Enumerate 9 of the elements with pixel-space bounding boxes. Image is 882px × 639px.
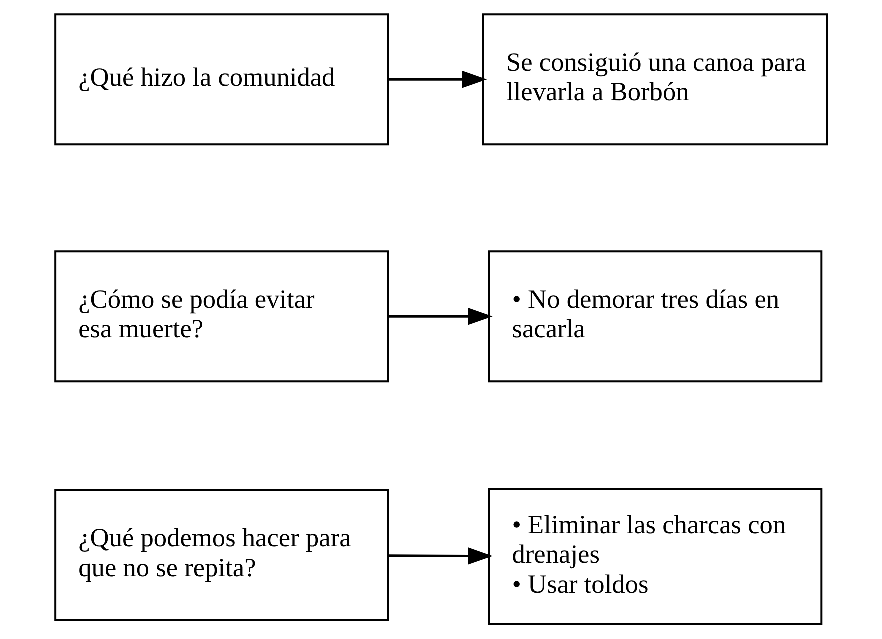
node-box: ¿Qué hizo la comunidad	[54, 14, 388, 146]
arrow	[388, 70, 487, 88]
node-box: ¿Cómo se podía evitar esa muerte?	[54, 250, 388, 383]
arrow	[388, 308, 492, 326]
node-box: ¿Qué podemos hacer para que no se repita?	[54, 489, 388, 622]
node-box: • Eliminar las charcas con drenajes • Usar toldos	[488, 488, 822, 626]
node-box: • No demorar tres días en sacarla	[488, 250, 822, 383]
node-box: Se consiguió una canoa para llevarla a Borbón	[482, 14, 828, 146]
arrow	[388, 548, 492, 565]
